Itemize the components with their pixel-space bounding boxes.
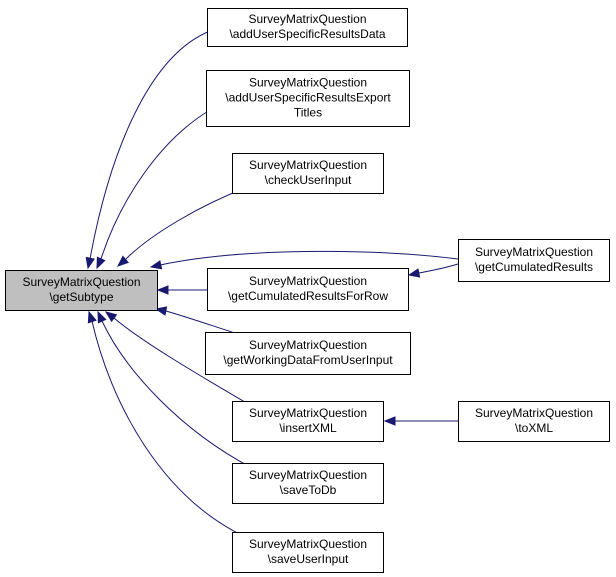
edge-line xyxy=(159,250,459,266)
arrowhead-icon xyxy=(97,310,107,324)
node-label-line: \getWorkingDataFromUserInput xyxy=(223,353,393,367)
node-box[interactable] xyxy=(207,268,409,311)
edge-getWorkingDataFromUserInput-to-getSubtype xyxy=(154,306,239,335)
edge-getCumulatedResults-to-getSubtype xyxy=(149,250,459,270)
node-box[interactable] xyxy=(458,401,610,442)
node-label-line: SurveyMatrixQuestion xyxy=(249,158,367,172)
edges-layer xyxy=(85,30,459,541)
node-label-line: \getCumulatedResultsForRow xyxy=(228,289,388,303)
node-label-line: \addUserSpecificResultsData xyxy=(229,27,385,41)
node-label-line: \getCumulatedResults xyxy=(475,260,593,274)
edge-saveToDb-to-getSubtype xyxy=(97,310,253,469)
edge-line xyxy=(89,30,211,260)
node-box[interactable] xyxy=(458,239,610,282)
node-box[interactable] xyxy=(205,332,411,375)
edge-addUserSpecificResultsExportTitles-to-getSubtype xyxy=(96,109,211,270)
arrowhead-icon xyxy=(407,268,421,278)
node-label-line: \saveUserInput xyxy=(268,552,349,566)
focus-node-box[interactable] xyxy=(5,270,158,311)
node-label-line: \addUserSpecificResultsExport xyxy=(225,91,391,105)
node-label-line: SurveyMatrixQuestion xyxy=(475,406,593,420)
arrowhead-icon xyxy=(116,255,130,267)
edge-line xyxy=(125,186,249,260)
edge-getCumulatedResultsForRow-to-getSubtype xyxy=(156,285,207,295)
arrowhead-icon xyxy=(149,260,163,270)
arrowhead-icon xyxy=(104,311,118,323)
node-label-line: SurveyMatrixQuestion xyxy=(249,338,367,352)
node-box[interactable] xyxy=(207,8,408,47)
arrowhead-icon xyxy=(154,306,168,316)
node-label-line: SurveyMatrixQuestion xyxy=(249,406,367,420)
node-box[interactable] xyxy=(206,70,410,127)
node-label-line: SurveyMatrixQuestion xyxy=(22,275,140,289)
arrowhead-icon xyxy=(156,285,169,295)
edge-line xyxy=(100,109,211,260)
node-addUserSpecificResultsData[interactable]: SurveyMatrixQuestion\addUserSpecificResu… xyxy=(207,8,408,47)
arrowhead-icon xyxy=(383,416,396,426)
edge-checkUserInput-to-getSubtype xyxy=(116,186,249,267)
node-insertXML[interactable]: SurveyMatrixQuestion\insertXML xyxy=(232,401,384,442)
nodes-layer: SurveyMatrixQuestion\getSubtypeSurveyMat… xyxy=(5,8,610,573)
node-label-line: SurveyMatrixQuestion xyxy=(249,76,367,90)
node-getWorkingDataFromUserInput[interactable]: SurveyMatrixQuestion\getWorkingDataFromU… xyxy=(205,332,411,375)
node-label-line: Titles xyxy=(294,106,322,120)
node-toXML[interactable]: SurveyMatrixQuestion\toXML xyxy=(458,401,610,442)
node-label-line: \getSubtype xyxy=(49,290,113,304)
node-label-line: \saveToDb xyxy=(280,483,337,497)
node-box[interactable] xyxy=(232,401,384,442)
node-saveUserInput[interactable]: SurveyMatrixQuestion\saveUserInput xyxy=(232,532,384,573)
node-checkUserInput[interactable]: SurveyMatrixQuestion\checkUserInput xyxy=(232,153,384,194)
node-box[interactable] xyxy=(232,532,384,573)
edge-saveUserInput-to-getSubtype xyxy=(87,310,253,541)
edge-getCumulatedResults-to-getCumulatedResultsForRow xyxy=(407,263,459,278)
node-box[interactable] xyxy=(232,463,384,504)
arrowhead-icon xyxy=(85,256,95,270)
node-label-line: SurveyMatrixQuestion xyxy=(249,468,367,482)
node-label-line: \insertXML xyxy=(279,421,337,435)
node-label-line: \checkUserInput xyxy=(265,173,352,187)
edge-line xyxy=(91,320,253,541)
node-label-line: SurveyMatrixQuestion xyxy=(249,537,367,551)
node-saveToDb[interactable]: SurveyMatrixQuestion\saveToDb xyxy=(232,463,384,504)
node-label-line: SurveyMatrixQuestion xyxy=(249,274,367,288)
node-getCumulatedResults[interactable]: SurveyMatrixQuestion\getCumulatedResults xyxy=(458,239,610,282)
arrowhead-icon xyxy=(87,310,97,324)
node-label-line: \toXML xyxy=(515,421,553,435)
edge-line xyxy=(418,263,459,274)
node-getSubtype[interactable]: SurveyMatrixQuestion\getSubtype xyxy=(5,270,158,311)
edge-line xyxy=(101,320,253,469)
edge-toXML-to-insertXML xyxy=(383,416,458,426)
node-addUserSpecificResultsExportTitles[interactable]: SurveyMatrixQuestion\addUserSpecificResu… xyxy=(206,70,410,127)
arrowhead-icon xyxy=(96,256,106,270)
node-label-line: SurveyMatrixQuestion xyxy=(248,12,366,26)
node-getCumulatedResultsForRow[interactable]: SurveyMatrixQuestion\getCumulatedResults… xyxy=(207,268,409,311)
edge-line xyxy=(113,317,251,406)
edge-addUserSpecificResultsData-to-getSubtype xyxy=(85,30,211,270)
edge-line xyxy=(165,310,239,335)
node-box[interactable] xyxy=(232,153,384,194)
node-label-line: SurveyMatrixQuestion xyxy=(475,245,593,259)
edge-insertXML-to-getSubtype xyxy=(104,311,251,406)
